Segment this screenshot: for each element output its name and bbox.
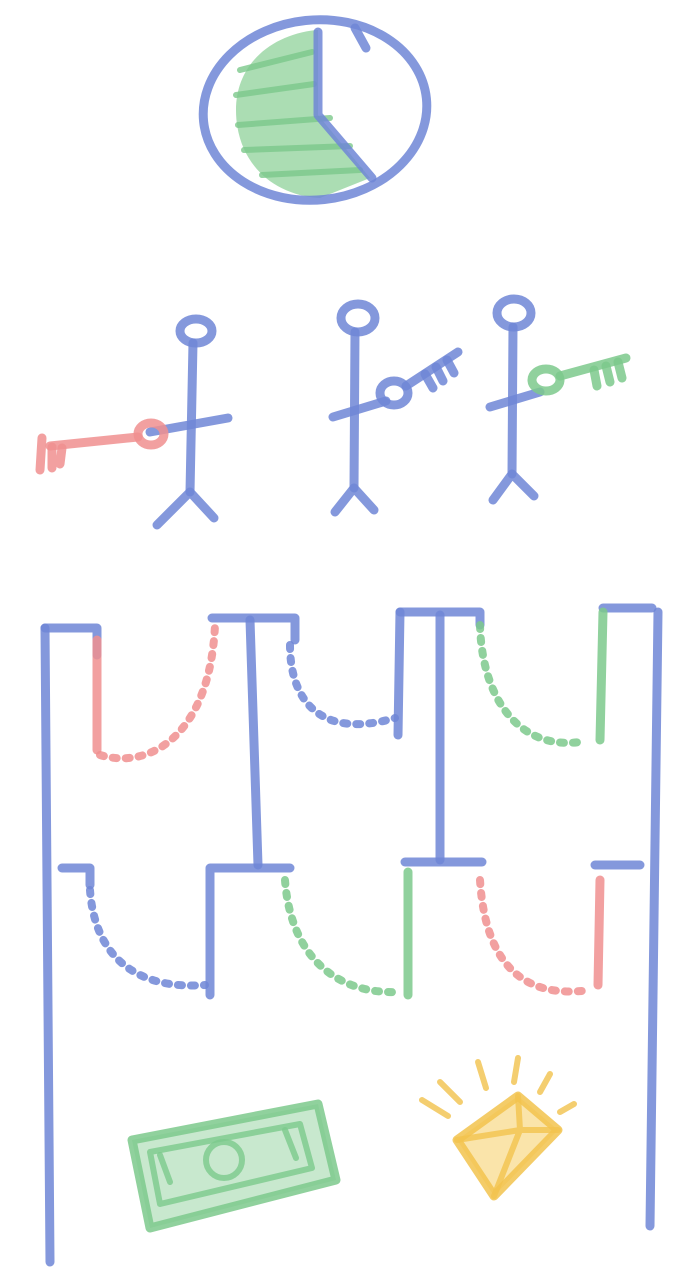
pie-chart-icon <box>194 9 436 211</box>
bracket-red-paths <box>97 625 600 992</box>
stick-figure-icon <box>333 304 386 512</box>
gem-icon <box>422 1058 574 1196</box>
stick-figure-icon <box>490 299 540 500</box>
key-icon <box>380 352 458 405</box>
cash-icon <box>132 1104 336 1228</box>
key-icon <box>532 358 626 391</box>
key-icon <box>40 423 164 470</box>
